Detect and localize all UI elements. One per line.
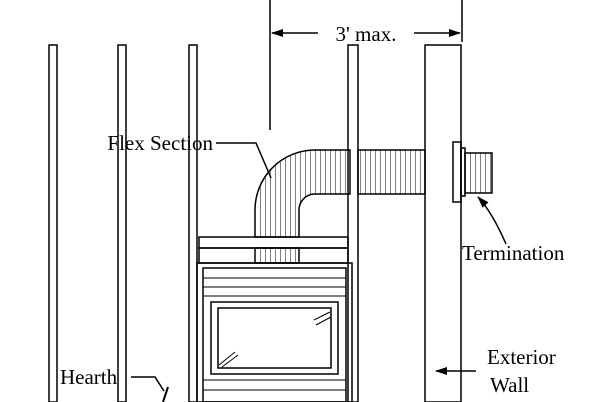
- flex-section: [254, 149, 351, 238]
- hearth-leader: [131, 376, 165, 392]
- fireplace-glass-outer: [210, 301, 339, 375]
- termination-leader: [477, 196, 507, 245]
- wall-stud: [347, 44, 359, 402]
- horizontal-vent-pipe: [357, 149, 426, 195]
- dimension-label: 3' max.: [336, 22, 397, 46]
- flex-section-label: Flex Section: [107, 131, 213, 155]
- exterior-wall-label-line2: Wall: [490, 373, 529, 397]
- fireplace-body: [196, 262, 353, 402]
- termination-label: Termination: [462, 241, 565, 265]
- hearth-edge: [162, 386, 169, 402]
- exterior-wall-label-line1: Exterior: [487, 345, 556, 369]
- termination-flange: [452, 141, 462, 203]
- wall-stud: [117, 44, 127, 402]
- hearth-label: Hearth: [60, 365, 118, 389]
- fireplace-glass: [217, 307, 332, 369]
- wall-stud: [48, 44, 58, 402]
- fireplace-top-plate: [198, 236, 349, 249]
- glass-reflection-marks: [218, 311, 332, 368]
- termination-cap: [464, 152, 493, 194]
- exterior-wall: [424, 44, 462, 402]
- fireplace-inner-frame: [202, 267, 347, 402]
- flex-section-leader: [216, 142, 272, 179]
- wall-stud: [188, 44, 198, 402]
- flue-collar: [254, 247, 300, 264]
